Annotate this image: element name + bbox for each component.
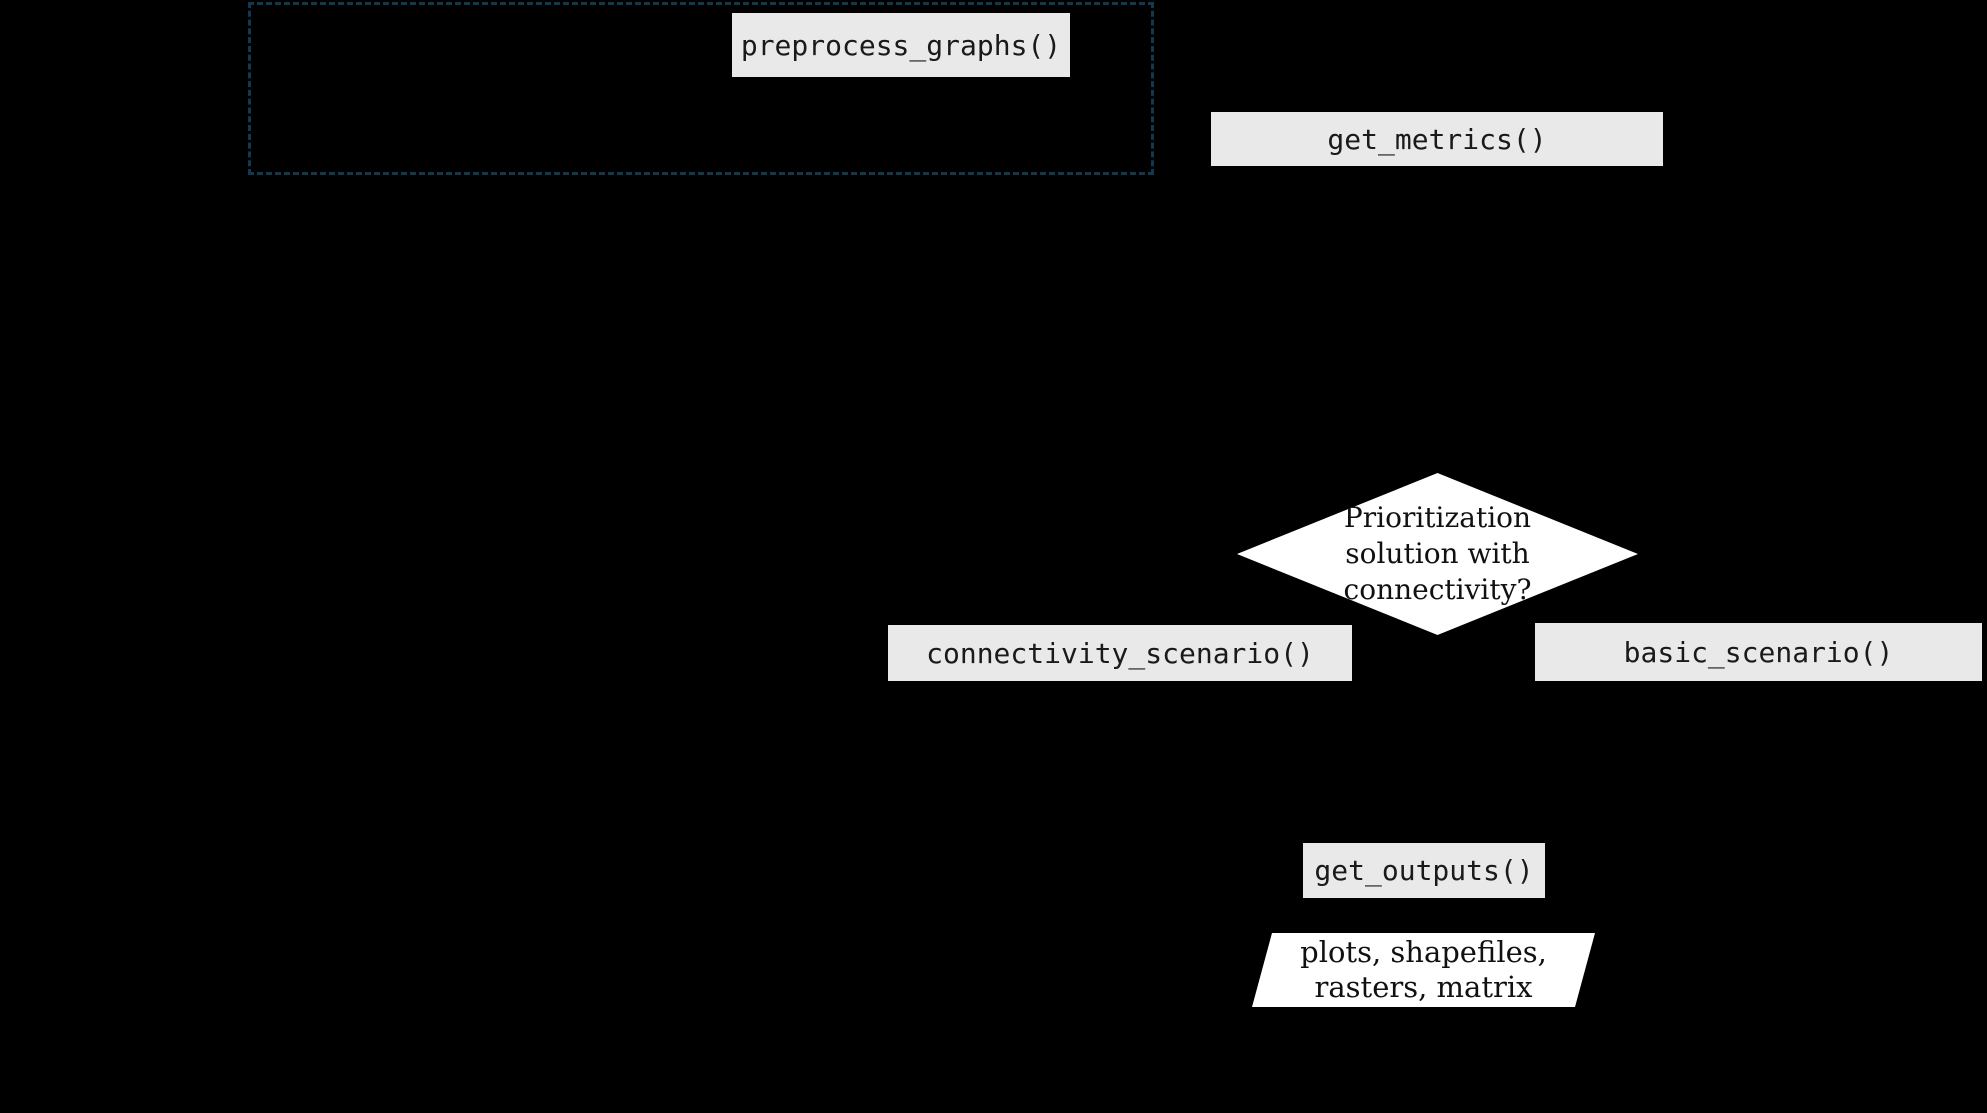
node-basic-scenario-label: basic_scenario() [1623,635,1894,669]
decision-line-3: connectivity? [1343,573,1532,606]
node-outputs-parallelogram: plots, shapefiles, rasters, matrix [1252,933,1595,1007]
node-connectivity-scenario: connectivity_scenario() [888,625,1352,681]
outputs-line-1: plots, shapefiles, [1300,935,1547,969]
preprocessing-dashed-region [248,2,1154,175]
node-preprocess-graphs-label: preprocess_graphs() [740,28,1062,62]
decision-line-2: solution with [1345,537,1530,570]
node-preprocess-graphs: preprocess_graphs() [732,13,1070,77]
node-get-metrics-label: get_metrics() [1327,122,1547,156]
outputs-line-2: rasters, matrix [1314,970,1533,1004]
decision-line-1: Prioritization [1343,501,1532,534]
node-connectivity-scenario-label: connectivity_scenario() [926,636,1314,670]
node-get-outputs: get_outputs() [1303,843,1545,898]
node-get-outputs-label: get_outputs() [1314,854,1534,887]
node-get-metrics: get_metrics() [1211,112,1663,166]
node-basic-scenario: basic_scenario() [1535,623,1982,681]
node-decision-prioritization: Prioritization solution with connectivit… [1237,473,1638,635]
